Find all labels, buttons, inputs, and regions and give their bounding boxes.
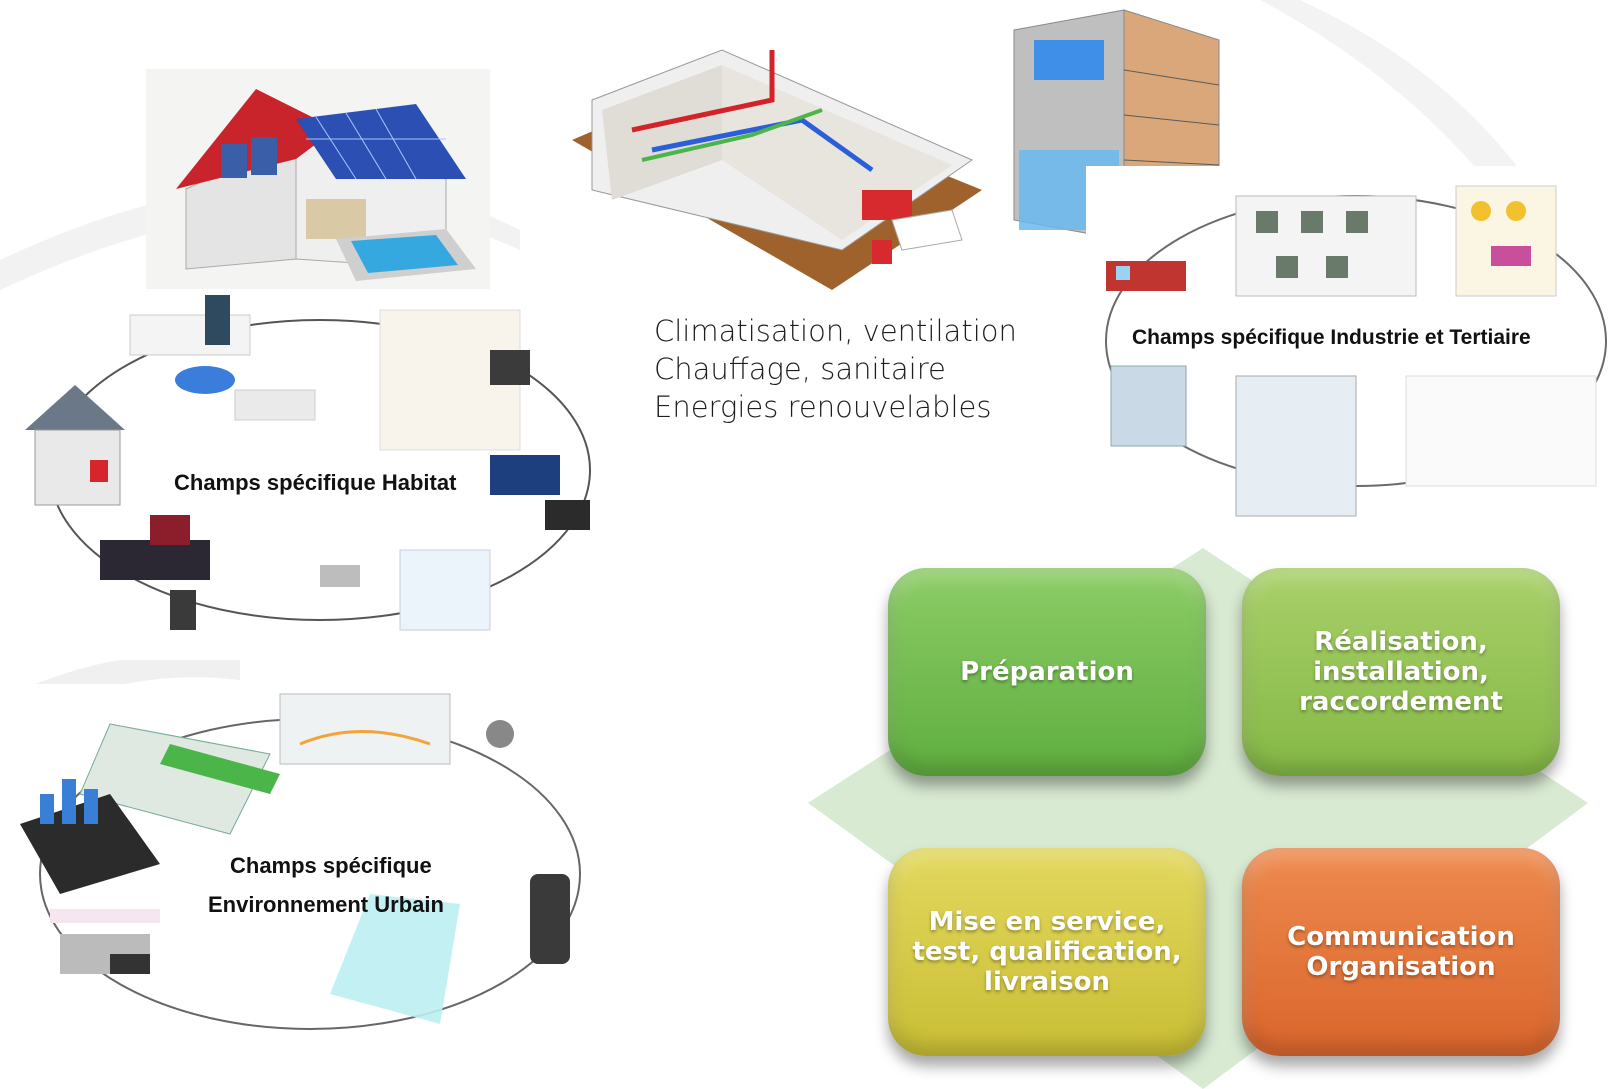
industrie-tertiaire-cycle bbox=[1086, 166, 1612, 528]
domain-energies: Energies renouvelables bbox=[654, 390, 992, 424]
habitat-cycle bbox=[0, 290, 628, 660]
urbain-cycle bbox=[0, 684, 624, 1056]
habitat-cycle-label: Champs spécifique Habitat bbox=[174, 470, 457, 495]
industrie-cycle-label: Champs spécifique Industrie et Tertiaire bbox=[1132, 326, 1531, 349]
tile-mise-en-service: Mise en service, test, qualification, li… bbox=[888, 848, 1206, 1056]
urbain-cycle-label-line1: Champs spécifique bbox=[230, 853, 432, 878]
apartment-ventilation-illustration bbox=[572, 40, 982, 330]
tile-preparation: Préparation bbox=[888, 568, 1206, 776]
tile-communication: Communication Organisation bbox=[1242, 848, 1560, 1056]
urbain-cycle-label-line2: Environnement Urbain bbox=[208, 892, 444, 917]
domain-climatisation: Climatisation, ventilation bbox=[654, 314, 1017, 348]
domain-chauffage: Chauffage, sanitaire bbox=[654, 352, 946, 386]
technical-domains-list: Climatisation, ventilation Chauffage, sa… bbox=[654, 312, 1017, 426]
tile-realisation: Réalisation, installation, raccordement bbox=[1242, 568, 1560, 776]
activity-matrix: Préparation Réalisation, installation, r… bbox=[808, 548, 1612, 1089]
solar-house-illustration bbox=[146, 69, 490, 289]
